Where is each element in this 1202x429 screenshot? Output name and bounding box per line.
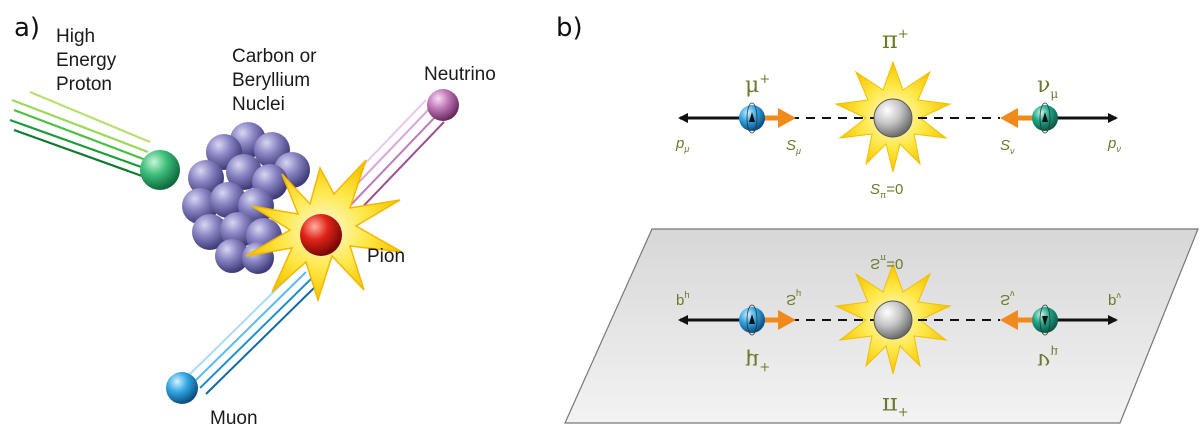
nu-mu-label-mirror: νμ (1037, 345, 1058, 373)
s-nu-label-top: Sν (1000, 137, 1015, 156)
proton-label-line2: Energy (56, 50, 117, 71)
panel-b-label: b) (556, 13, 583, 43)
s-mu-label-mirror: Sμ (786, 289, 801, 308)
muon-ball (166, 372, 198, 404)
s-pi-label-mirror: Sπ=0 (870, 253, 903, 272)
mu-plus-label-top: μ+ (745, 72, 770, 98)
p-nu-label-top: pν (1107, 135, 1121, 154)
pi-plus-label-mirror: π+ (882, 392, 909, 420)
muon-spin-arrow-mirror (778, 310, 796, 330)
proton-ball (140, 150, 180, 190)
s-mu-label-top: Sμ (786, 137, 801, 156)
nu-mu-label-top: νμ (1037, 73, 1058, 101)
pion-label: Pion (367, 246, 405, 267)
proton-label-line3: Proton (56, 74, 112, 95)
nuclei-label-line3: Nuclei (232, 94, 285, 115)
p-nu-label-mirror: pν (1108, 291, 1121, 310)
neutrino-spin-arrow-mirror (1000, 310, 1018, 330)
pi-plus-label-top: π+ (882, 26, 909, 54)
nuclei-label: Carbon or Beryllium Nuclei (232, 46, 317, 115)
nuclei-cluster (182, 122, 310, 274)
pion-core-mirror (873, 300, 913, 340)
pion-ball (300, 214, 342, 256)
muon-label: Muon (210, 408, 258, 429)
pion-core-top (873, 98, 913, 138)
top-decay: π+ μ+ νμ pμ Sμ Sν pν Sπ=0 (675, 26, 1121, 200)
p-mu-label-mirror: pμ (676, 291, 690, 310)
s-nu-label-mirror: Sν (1000, 289, 1015, 308)
proton-label-line1: High (56, 26, 95, 47)
neutrino-spin-arrow-top (1000, 108, 1018, 128)
panel-a-label: a) (14, 13, 40, 43)
s-pi-label-top: Sπ=0 (870, 181, 903, 200)
nuclei-label-line1: Carbon or (232, 46, 317, 67)
proton-label: High Energy Proton (56, 26, 117, 95)
neutrino-label: Neutrino (424, 64, 496, 85)
mu-plus-label-mirror: μ+ (745, 348, 770, 374)
mirror-decay: π+ μ+ νμ pμ Sμ Sν pν Sπ=0 (676, 253, 1121, 420)
proton-streaks (9, 90, 151, 178)
neutrino-ball (427, 89, 459, 121)
muon-spin-arrow-top (778, 108, 796, 128)
muon-streaks (187, 267, 319, 395)
p-mu-label-top: pμ (675, 135, 689, 154)
nuclei-label-line2: Beryllium (232, 70, 310, 91)
